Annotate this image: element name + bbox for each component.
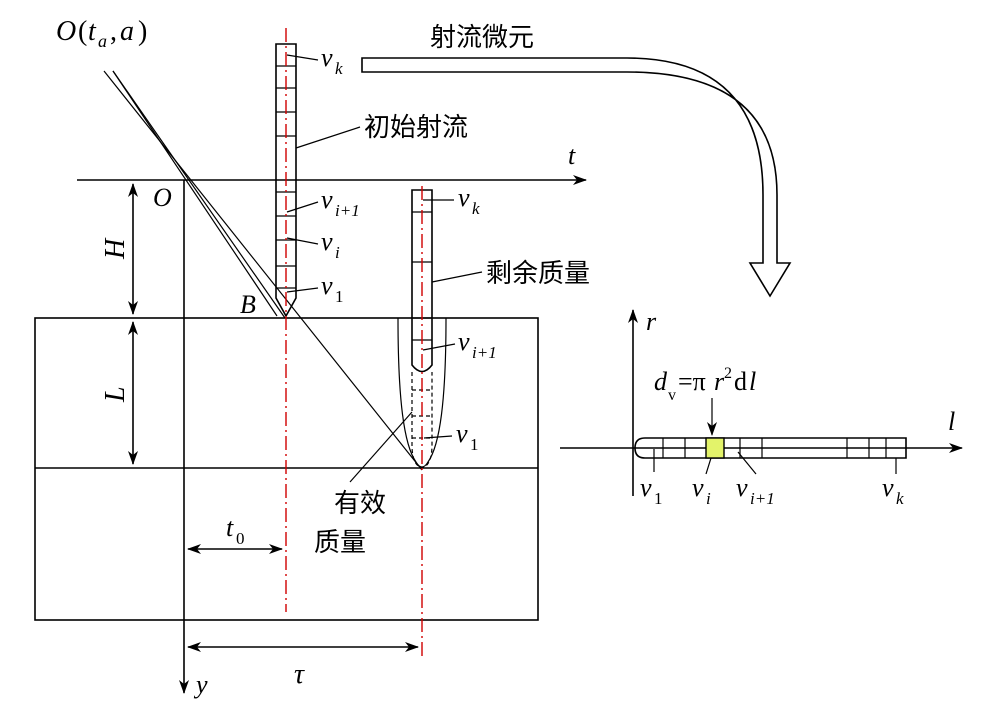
effective-mass-leader	[349, 411, 413, 483]
tau-label: τ	[294, 659, 305, 690]
svg-text:v: v	[458, 327, 470, 356]
svg-text:v: v	[321, 43, 333, 72]
t-axis-label: t	[568, 141, 576, 170]
svg-text:=π: =π	[678, 367, 706, 396]
svg-text:v: v	[668, 387, 676, 404]
svg-text:v: v	[736, 473, 748, 502]
origin-label: O	[153, 183, 172, 212]
svg-text:v: v	[321, 271, 333, 300]
highlighted-element	[705, 437, 725, 459]
crater-profile	[397, 317, 447, 468]
svg-text:a: a	[98, 31, 107, 51]
svg-text:1: 1	[335, 287, 344, 306]
svg-text:1: 1	[654, 489, 663, 508]
initial-jet-label: 初始射流	[364, 113, 468, 143]
svg-text:d: d	[654, 367, 668, 396]
svg-text:v: v	[456, 419, 468, 448]
penetration-lines	[103, 70, 423, 471]
l-label: L	[100, 386, 131, 403]
volume-formula: d v =π r 2 d l	[654, 365, 756, 404]
svg-text:i: i	[335, 243, 340, 262]
svg-text:i+1: i+1	[335, 201, 360, 220]
initial-jet-leader	[295, 126, 361, 149]
svg-text:k: k	[896, 489, 904, 508]
residual-mass-label: 剩余质量	[486, 259, 590, 289]
t0-subscript: 0	[236, 529, 245, 548]
transfer-arrow	[361, 57, 792, 298]
point-b-label: B	[240, 290, 256, 319]
svg-text:v: v	[882, 473, 894, 502]
point-o-ta-a-label: O ( t a , a )	[56, 16, 147, 51]
svg-text:i+1: i+1	[750, 489, 775, 508]
svg-text:l: l	[749, 367, 756, 396]
svg-text:v: v	[692, 473, 704, 502]
svg-text:(: (	[78, 16, 87, 47]
effective-mass-label-line2: 质量	[314, 528, 366, 558]
svg-text:v: v	[321, 227, 333, 256]
svg-text:1: 1	[470, 435, 479, 454]
residual-mass-leader	[431, 271, 483, 283]
h-label: H	[100, 237, 131, 260]
svg-text:d: d	[734, 367, 747, 396]
svg-text:k: k	[472, 199, 480, 218]
svg-text:i+1: i+1	[472, 343, 497, 362]
svg-text:r: r	[714, 367, 725, 396]
jet-element-label: 射流微元	[430, 23, 534, 53]
t0-label: t	[226, 513, 234, 542]
svg-text:,: ,	[110, 16, 117, 47]
svg-text:): )	[138, 16, 147, 47]
effective-mass-label-line1: 有效	[334, 489, 386, 519]
svg-text:v: v	[458, 183, 470, 212]
svg-text:i: i	[706, 489, 711, 508]
svg-text:v: v	[321, 185, 333, 214]
y-axis-label: y	[193, 670, 208, 699]
svg-text:a: a	[120, 16, 134, 47]
svg-text:O: O	[56, 16, 76, 47]
jet-element-bar	[634, 437, 907, 459]
svg-text:k: k	[335, 59, 343, 78]
svg-text:2: 2	[724, 365, 732, 382]
svg-text:v: v	[640, 473, 652, 502]
r-axis-label: r	[646, 307, 657, 336]
l-axis-label: l	[948, 407, 955, 436]
svg-text:t: t	[88, 16, 97, 47]
